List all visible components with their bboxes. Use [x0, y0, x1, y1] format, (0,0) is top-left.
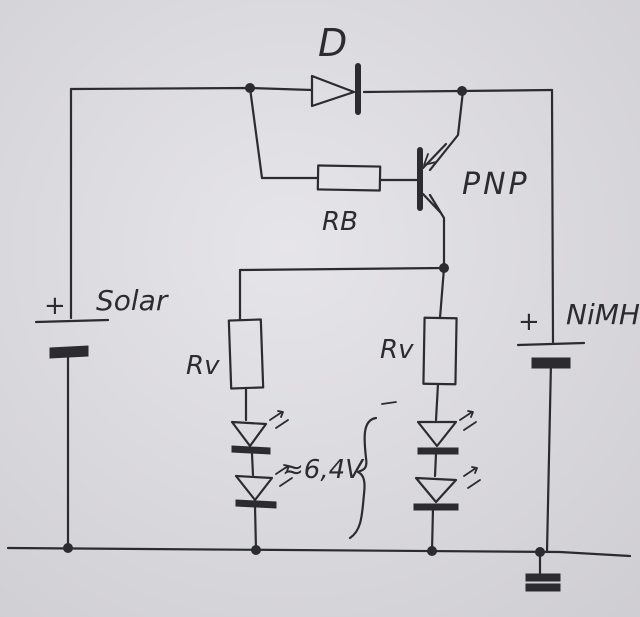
- junction-dot: [245, 83, 255, 93]
- led-triangle: [416, 420, 458, 448]
- diode-label: D: [318, 21, 347, 65]
- wire-led-split: [238, 266, 446, 272]
- battery-minus-plate: [531, 357, 571, 369]
- wire-to-rb: [248, 86, 320, 180]
- junction-dot: [535, 547, 545, 557]
- transistor-collector-leg: [421, 192, 442, 214]
- junction-dot: [439, 263, 449, 273]
- ground-bar: [525, 573, 561, 582]
- rv-left-label: Rv: [186, 351, 220, 381]
- solar-cell: [34, 318, 110, 359]
- led-triangle: [230, 420, 268, 448]
- rv-right-label: Rv: [380, 335, 414, 365]
- battery-plus-sign: +: [518, 307, 540, 337]
- led-triangle: [234, 474, 274, 502]
- led-light-arrows: [275, 464, 293, 487]
- nimh-battery: [516, 341, 586, 369]
- led-string-right: [413, 410, 481, 511]
- wire-right-rail-lower: [545, 360, 553, 554]
- junctions: [63, 83, 545, 557]
- led-triangle: [414, 476, 458, 504]
- resistor-rb: [316, 164, 382, 192]
- diode-d: [310, 63, 361, 115]
- wire-right-rv-to-led: [434, 382, 440, 422]
- ground-bar: [525, 583, 561, 592]
- junction-dot: [251, 545, 261, 555]
- solar-label: Solar: [96, 284, 169, 317]
- led-cathode-bar: [231, 445, 271, 455]
- wire-left-string-bottom: [253, 504, 258, 552]
- voltage-brace: [348, 416, 378, 540]
- ground-symbol: [525, 573, 561, 592]
- led-cathode-bar: [235, 499, 277, 509]
- led-cathode-bar: [417, 447, 459, 455]
- wire-collector: [428, 193, 446, 270]
- wire-right-string-top: [438, 266, 446, 320]
- resistor-rv-right: [422, 316, 458, 386]
- battery-plus-plate: [516, 341, 586, 347]
- led-string-left: [230, 410, 293, 509]
- led-cathode-bar: [413, 503, 459, 511]
- solar-plus-sign: +: [44, 291, 66, 321]
- led-link: [250, 452, 255, 477]
- solar-plus-plate: [34, 318, 110, 324]
- led-light-arrows: [459, 410, 477, 431]
- wire-bottom: [6, 546, 632, 558]
- led-light-arrows: [463, 466, 481, 489]
- led-light-arrows: [269, 410, 289, 429]
- diode-triangle: [310, 74, 356, 108]
- voltage-label: ≈6,4V: [282, 455, 365, 485]
- brace-mark: [381, 401, 397, 405]
- led-link: [433, 452, 438, 478]
- wire-right-string-bottom: [430, 506, 435, 553]
- transistor-label: PNP: [462, 167, 530, 202]
- pnp-transistor: [417, 142, 448, 214]
- rb-label: RB: [322, 207, 358, 237]
- junction-dot: [427, 546, 437, 556]
- junction-dot: [63, 543, 73, 553]
- battery-label: NiMH: [566, 298, 640, 331]
- wire-right-rail-upper: [550, 88, 555, 344]
- solar-minus-plate: [49, 345, 89, 359]
- wire-emitter: [428, 89, 465, 172]
- transistor-arrow: [423, 153, 437, 166]
- resistor-rv-left: [227, 318, 265, 390]
- junction-dot: [457, 86, 467, 96]
